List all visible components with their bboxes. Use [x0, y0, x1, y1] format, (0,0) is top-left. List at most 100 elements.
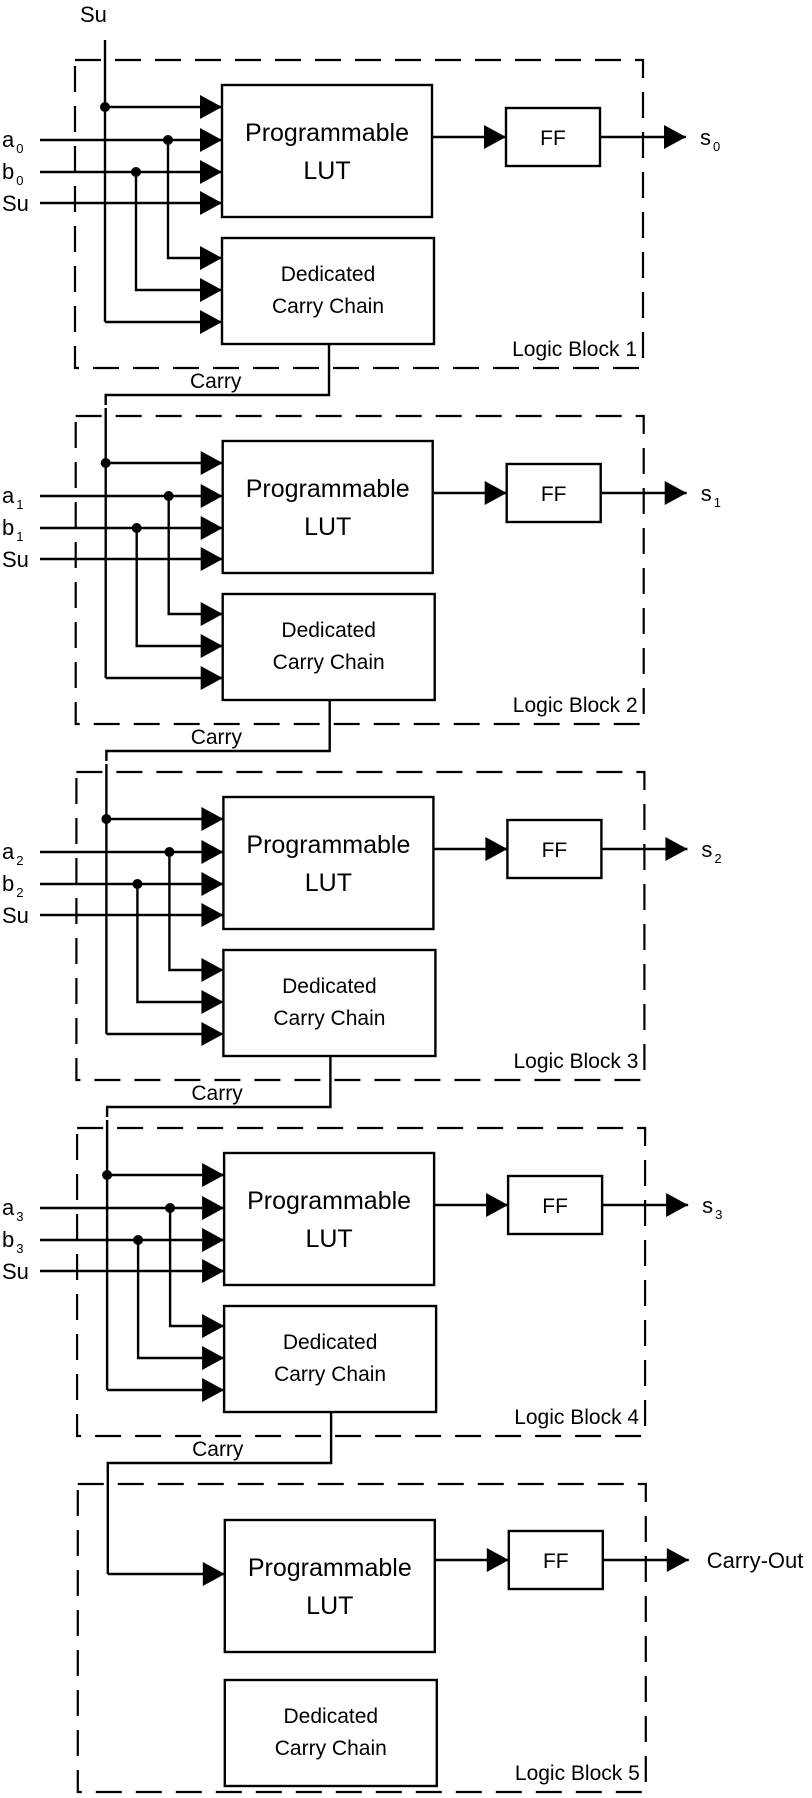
- logic-block-title: Logic Block 3: [513, 1050, 638, 1073]
- lut-input-arrow: [202, 1196, 225, 1220]
- lut-label-line1: Programmable: [246, 831, 410, 859]
- ff-label: FF: [543, 1550, 569, 1573]
- lut-label-line1: Programmable: [246, 475, 410, 503]
- lut-input-arrow: [202, 1259, 225, 1283]
- carry-chain-label-line2: Carry Chain: [272, 295, 384, 318]
- carry-chain-label-line2: Carry Chain: [275, 1737, 387, 1760]
- lut-input-arrow: [200, 191, 222, 215]
- ff-output-arrow: [666, 1193, 689, 1217]
- logic-block-title: Logic Block 4: [514, 1406, 639, 1429]
- lut-input-arrow: [200, 451, 223, 475]
- ff-label: FF: [540, 127, 566, 150]
- carry-chain-label-line2: Carry Chain: [273, 651, 385, 674]
- b-to-carry-chain-wire: [136, 1240, 225, 1360]
- ff-output-arrow: [666, 1548, 689, 1572]
- carry-label: Carry: [191, 1082, 243, 1105]
- b-to-carry-chain-wire: [136, 884, 224, 1004]
- carry-chain-input-arrow: [202, 1378, 225, 1402]
- carry-chain-label-line1: Dedicated: [284, 1705, 379, 1728]
- lut-input-arrow: [200, 160, 222, 184]
- programmable-lut-box: [222, 1151, 436, 1287]
- lut-to-ff-arrow: [484, 125, 506, 149]
- lut-to-ff-arrow: [484, 481, 507, 505]
- lut-input-arrow: [200, 547, 223, 571]
- lut-input-arrow: [202, 1228, 225, 1252]
- logic-block-outline: [75, 770, 646, 1082]
- carry-chain-box: [221, 592, 436, 702]
- carry-chain-input-arrow: [201, 958, 224, 982]
- carry-chain-input-arrow: [200, 666, 223, 690]
- ff-output-arrow: [664, 481, 687, 505]
- top-su-label: Su: [80, 2, 107, 27]
- carry-chain-input-arrow: [200, 246, 222, 270]
- carry-out-wire: [104, 344, 331, 405]
- b-to-carry-chain-wire: [134, 172, 222, 292]
- logic-block-title: Logic Block 5: [515, 1762, 640, 1785]
- lut-label-line1: Programmable: [247, 1187, 411, 1215]
- lut-input-arrow: [200, 95, 222, 119]
- lut-label-line1: Programmable: [245, 119, 409, 147]
- lut-to-ff-arrow: [486, 1193, 509, 1217]
- ff-output-arrow: [665, 837, 688, 861]
- ff-label: FF: [542, 1195, 568, 1218]
- lut-input-arrow: [201, 840, 224, 864]
- logic-block-outline: [75, 1126, 647, 1438]
- carry-chain-input-arrow: [200, 634, 223, 658]
- carry-chain-input-arrow: [200, 602, 223, 626]
- programmable-lut-box: [222, 795, 435, 931]
- lut-input-arrow: [202, 1562, 225, 1586]
- carry-chain-label-line2: Carry Chain: [274, 1363, 386, 1386]
- su-input-label: Su: [2, 903, 29, 928]
- su-input-label: Su: [2, 547, 29, 572]
- carry-label: Carry: [191, 726, 243, 749]
- carry-chain-box: [222, 948, 437, 1058]
- lut-label-line2: LUT: [303, 157, 350, 185]
- carry-chain-box: [223, 1678, 439, 1788]
- lut-input-arrow: [200, 128, 222, 152]
- logic-block-title: Logic Block 1: [512, 338, 637, 361]
- lut-to-ff-arrow: [485, 837, 508, 861]
- carry-chain-input-arrow: [201, 1022, 224, 1046]
- logic-block-title: Logic Block 2: [513, 694, 638, 717]
- ff-label: FF: [542, 839, 568, 862]
- programmable-lut-box: [223, 1518, 437, 1654]
- carry-out-wire: [106, 1412, 333, 1473]
- lut-label-line1: Programmable: [248, 1554, 412, 1582]
- lut-label-line2: LUT: [305, 869, 352, 897]
- carry-chain-input-arrow: [200, 310, 222, 334]
- carry-chain-input-arrow: [201, 990, 224, 1014]
- carry-chain-label-line1: Dedicated: [281, 619, 376, 642]
- carry-out-wire: [105, 700, 331, 761]
- carry-chain-input-arrow: [202, 1346, 225, 1370]
- carry-chain-input-arrow: [200, 278, 222, 302]
- lut-label-line2: LUT: [305, 1225, 352, 1253]
- programmable-lut-box: [221, 439, 434, 575]
- carry-chain-label-line2: Carry Chain: [273, 1007, 385, 1030]
- su-input-label: Su: [2, 1259, 29, 1284]
- ff-label: FF: [541, 483, 567, 506]
- flip-flop-box: [507, 1529, 604, 1591]
- programmable-lut-box: [220, 83, 434, 219]
- logic-block-outline: [76, 1482, 647, 1794]
- carry-chain-input-arrow: [202, 1314, 225, 1338]
- lut-input-arrow: [202, 1163, 225, 1187]
- lut-input-arrow: [200, 516, 223, 540]
- su-input-label: Su: [2, 191, 29, 216]
- logic-block-outline: [74, 414, 645, 726]
- carry-chain-box: [222, 1304, 438, 1414]
- carry-out-wire: [105, 1056, 332, 1117]
- carry-label: Carry: [190, 370, 242, 393]
- carry-chain-label-line1: Dedicated: [282, 975, 377, 998]
- lut-input-arrow: [201, 872, 224, 896]
- lut-input-arrow: [201, 807, 224, 831]
- lut-input-arrow: [201, 903, 224, 927]
- ff-output-arrow: [664, 125, 686, 149]
